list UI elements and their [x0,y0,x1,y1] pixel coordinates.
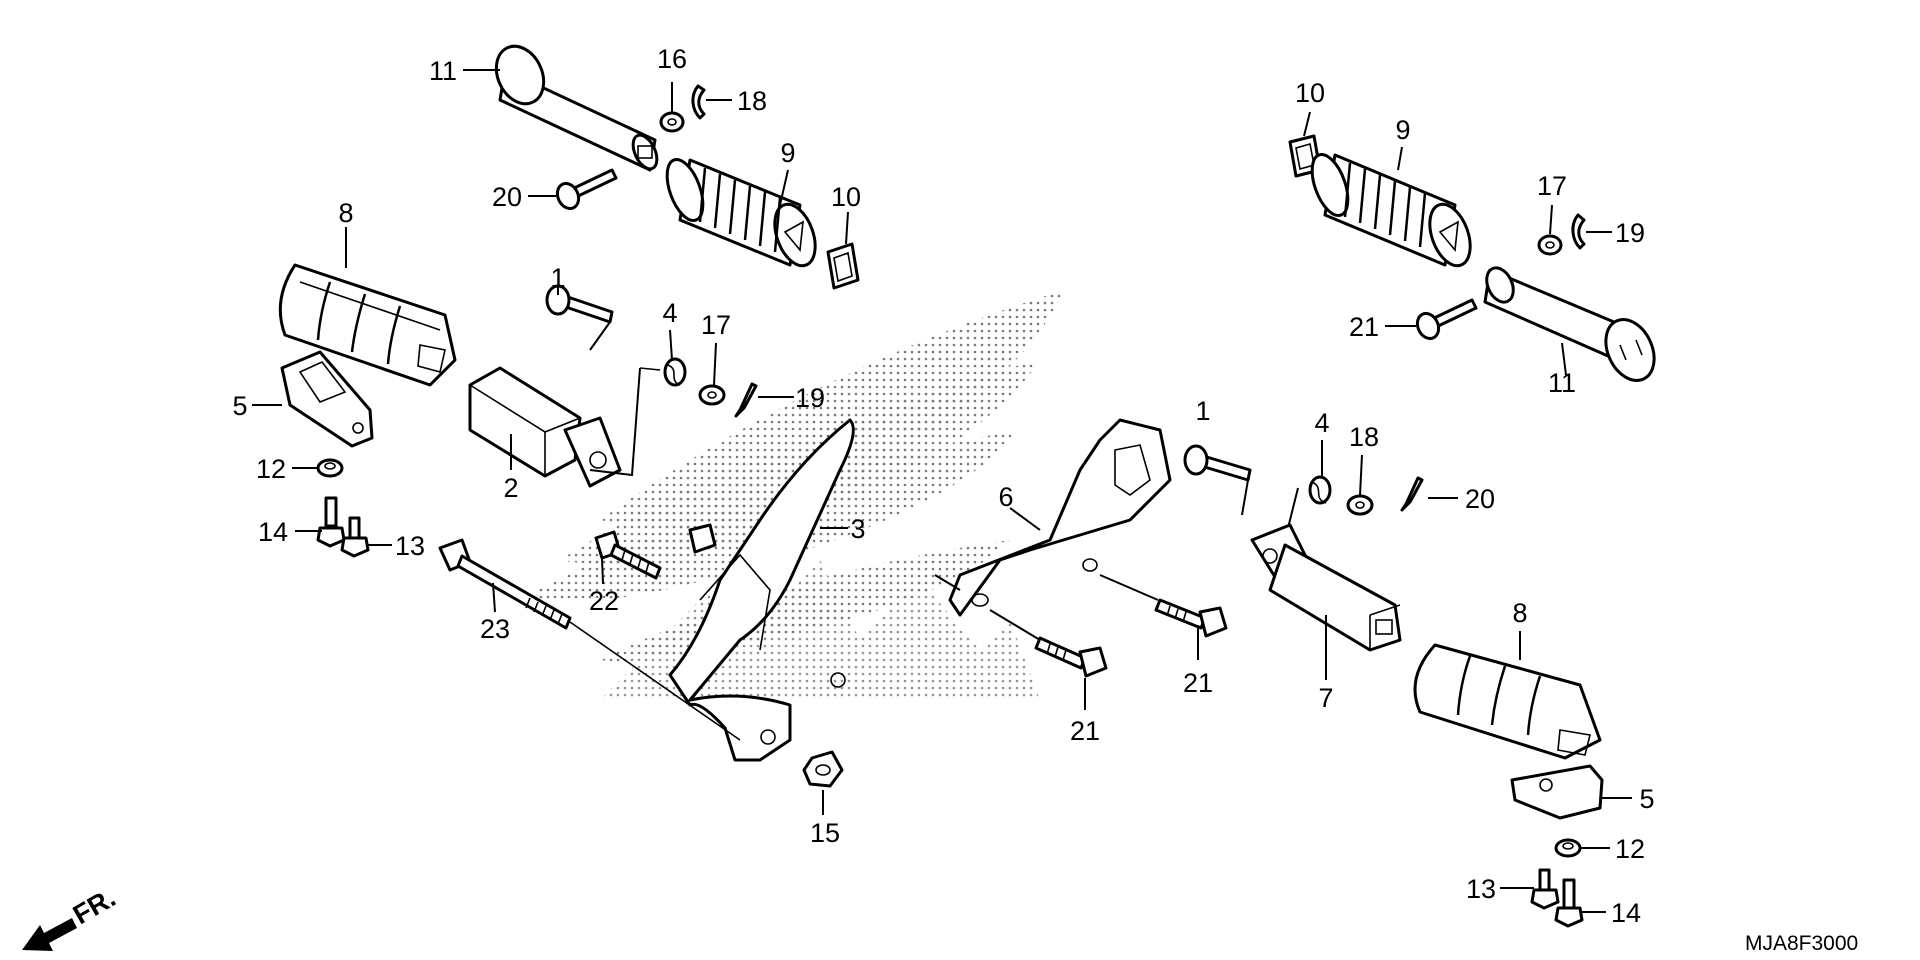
callout-6: 6 [998,482,1013,512]
bolt-part-21-lower [1034,636,1108,678]
callout-13-left: 13 [395,531,425,561]
peg-shaft-part-11-right [1483,266,1656,382]
callout-12-left: 12 [256,454,286,484]
callout-14-left: 14 [258,517,288,547]
callout-18-right: 19 [1615,218,1645,248]
callout-21-right: 21 [1183,668,1213,698]
nut-part-12-right [1554,838,1582,858]
callout-8-left: 8 [338,198,353,228]
callout-8-right: 8 [1512,598,1527,628]
callout-7: 7 [1318,683,1333,713]
callout-13-right: 13 [1466,874,1496,904]
bolt-part-13-right [1530,868,1560,910]
spring-part-4-right [1308,475,1332,505]
washer-part-16-right [1537,234,1563,256]
pin-part-1-right [1183,444,1252,482]
callout-5-right: 5 [1639,784,1654,814]
callout-20-right: 21 [1349,312,1379,342]
callout-17-left: 17 [701,310,731,340]
bolt-part-22 [594,530,662,580]
cotter-pin-part-19-left [734,382,758,418]
callout-19-left: 19 [795,383,825,413]
washer-part-17-right [1346,494,1374,516]
bracket-part-6 [934,418,1172,617]
callout-15: 15 [810,818,840,848]
callout-3: 3 [850,514,865,544]
left-footpeg-assembly [278,44,860,788]
washer-part-17-left [698,384,726,406]
callout-17-right: 18 [1349,422,1379,452]
callout-19-right: 20 [1465,484,1495,514]
callout-4-right: 4 [1314,408,1329,438]
callout-2: 2 [503,473,518,503]
heel-guard-part-3 [668,418,855,762]
callout-18-left: 18 [737,86,767,116]
callout-20-left: 20 [492,182,522,212]
rubber-pad-part-8-right [1413,643,1602,760]
clip-part-18-left [691,84,706,120]
callout-9-left: 9 [780,138,795,168]
drawing-code: MJA8F3000 [1745,932,1858,955]
callout-labels: 11 16 18 20 9 10 8 1 4 17 19 5 12 14 13 … [232,44,1654,928]
right-footpeg-assembly [934,134,1656,928]
callout-21-left: 21 [1070,716,1100,746]
rubber-pad-part-8-left [278,263,457,387]
bolt-part-21-upper [1154,598,1228,638]
callout-leader-lines [252,69,1632,913]
front-direction-indicator: FR. [22,882,121,951]
pin-part-20-right [1415,298,1478,341]
pin-part-20-left [555,168,618,211]
callout-10-right: 10 [1295,78,1325,108]
front-direction-label: FR. [68,882,121,930]
footpeg-part-7-right [1250,523,1402,652]
bolt-part-14-left [316,496,346,548]
cotter-pin-part-19-right [1400,476,1424,512]
callout-11-right: 11 [1548,368,1576,398]
clip-part-18-right [1571,213,1586,250]
bolt-part-14-right [1554,878,1584,928]
callout-1-left: 1 [550,263,565,293]
callout-22: 22 [589,586,619,616]
nut-part-15 [802,750,844,788]
peg-shaft-part-11-left [494,44,659,172]
callout-12-right: 12 [1615,834,1645,864]
callout-9-right: 9 [1395,115,1410,145]
bracket-part-5-left [280,350,374,448]
nut-part-12-left [316,458,344,478]
spring-part-4-left [639,357,687,387]
callout-10-left: 10 [831,182,861,212]
rubber-grip-part-9-right [1310,152,1472,268]
washer-part-16-left [659,111,685,133]
bolt-part-13-left [340,516,370,558]
callout-11-left: 11 [429,56,457,86]
callout-5-left: 5 [232,391,247,421]
callout-16-left: 16 [657,44,687,74]
bolt-part-23 [438,538,741,741]
callout-23: 23 [480,614,510,644]
front-arrow-icon [22,918,77,951]
callout-14-right: 14 [1611,898,1641,928]
callout-1-right: 1 [1195,396,1210,426]
footpeg-part-2-left [468,366,622,488]
gasket-part-10-left [826,242,860,290]
bracket-part-5-right [1510,764,1604,820]
callout-4-left: 4 [662,298,677,328]
callout-16-right: 17 [1537,171,1567,201]
rubber-grip-part-9-left [665,157,817,268]
